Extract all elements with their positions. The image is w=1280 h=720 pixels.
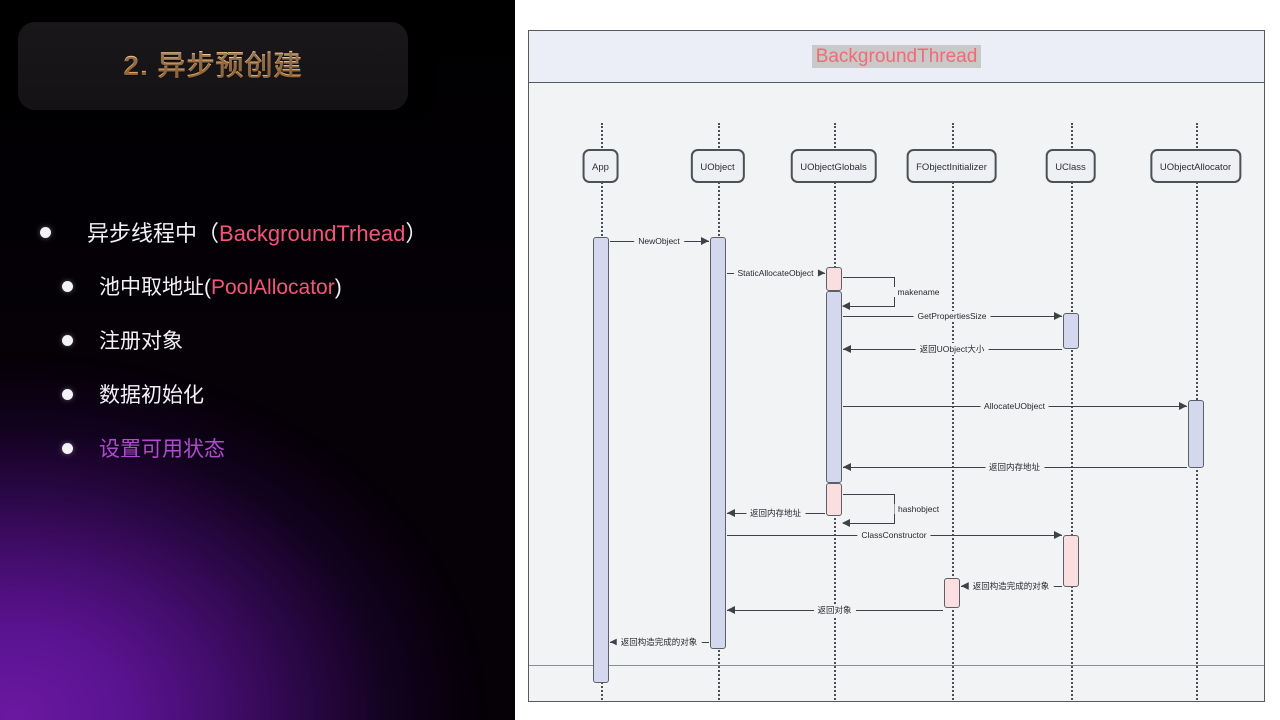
- message-label-11: 返回对象: [813, 603, 856, 616]
- activation-bar-uog-4: [825, 482, 842, 516]
- bullet-text-segment: 池中取地址(: [99, 276, 211, 299]
- bullet-text: 池中取地址(PoolAllocator): [99, 271, 342, 301]
- message-label-8: 返回内存地址: [745, 506, 806, 519]
- bullet-text-segment: 注册对象: [99, 330, 183, 353]
- bullet-text-segment: 异步线程中（: [87, 221, 220, 246]
- bullet-text-segment: BackgroundTrhead: [219, 221, 406, 246]
- self-msg-top-line: [842, 493, 895, 495]
- diagram-title: BackgroundThread: [529, 45, 1264, 68]
- participant-app[interactable]: App: [582, 148, 619, 183]
- participant-ucls[interactable]: UClass: [1045, 148, 1096, 183]
- bullet-list: 异步线程中（BackgroundTrhead） 池中取地址(PoolAllocat…: [0, 205, 515, 475]
- self-msg-bottom-line: [842, 305, 895, 307]
- message-label-6: 返回内存地址: [984, 460, 1045, 473]
- arrow-head-right: [700, 236, 709, 245]
- arrow-head-right: [816, 268, 825, 277]
- bullet-item-2: 注册对象: [0, 313, 515, 367]
- message-label-7: hashobject: [893, 503, 944, 514]
- arrow-head-left: [841, 519, 850, 527]
- bullet-dot-icon: [62, 388, 73, 400]
- bullet-text-segment: PoolAllocator: [211, 276, 335, 299]
- bullet-text-segment: ): [334, 276, 342, 299]
- arrow-head-left: [842, 462, 851, 471]
- bullet-text-segment: 设置可用状态: [99, 438, 225, 461]
- bullet-item-0: 异步线程中（BackgroundTrhead）: [0, 205, 515, 259]
- bullet-item-4: 设置可用状态: [0, 421, 515, 475]
- sequence-diagram-frame: BackgroundThread App UObject UObjectGlobal…: [528, 30, 1265, 702]
- bullet-dot-icon: [62, 442, 73, 454]
- bullet-text: 注册对象: [99, 325, 183, 355]
- arrow-head-right: [1053, 311, 1062, 320]
- bullet-text: 异步线程中（BackgroundTrhead）: [87, 216, 427, 248]
- lifeline-ucls: [1070, 123, 1073, 701]
- sequence-canvas: App UObject UObjectGlobals FObjectInitializ…: [529, 83, 1264, 701]
- arrow-head-left: [960, 581, 969, 590]
- lifeline-foi: [951, 123, 954, 701]
- message-label-3: GetPropertiesSize: [913, 310, 991, 321]
- arrow-head-left: [726, 508, 735, 517]
- participant-uoa[interactable]: UObjectAllocator: [1149, 148, 1242, 183]
- message-label-5: AllocateUObject: [980, 400, 1049, 411]
- diagram-title-band: BackgroundThread: [529, 31, 1264, 83]
- message-label-1: StaticAllocateObject: [733, 267, 818, 278]
- self-message-7: [841, 493, 895, 527]
- participant-foi[interactable]: FObjectInitializer: [906, 148, 997, 183]
- message-label-4: 返回UObject大小: [915, 342, 989, 355]
- bullet-text: 设置可用状态: [99, 433, 225, 463]
- participant-uog[interactable]: UObjectGlobals: [790, 148, 877, 183]
- activation-bar-ucls-7: [1062, 534, 1079, 587]
- bullet-text-segment: 数据初始化: [99, 384, 204, 407]
- self-msg-bottom-line: [842, 522, 895, 524]
- page-title: 2. 异步预创建: [18, 44, 408, 84]
- diagram-title-text: BackgroundThread: [811, 45, 982, 68]
- arrow-head-left: [841, 302, 850, 310]
- self-message-2: [841, 276, 895, 310]
- message-label-9: ClassConstructor: [857, 529, 931, 540]
- bullet-item-1: 池中取地址(PoolAllocator): [0, 259, 515, 313]
- activation-bar-app-0: [592, 236, 609, 683]
- bullet-dot-icon: [40, 226, 51, 238]
- diagram-page: BackgroundThread App UObject UObjectGlobal…: [515, 0, 1280, 720]
- diagram-bottom-separator: [529, 664, 1264, 666]
- activation-bar-uog-2: [825, 266, 842, 291]
- message-label-0: NewObject: [634, 235, 684, 246]
- bullet-text-segment: ）: [405, 221, 428, 246]
- bullet-text: 数据初始化: [99, 379, 204, 409]
- bullet-item-3: 数据初始化: [0, 367, 515, 421]
- arrow-head-left: [842, 344, 851, 353]
- activation-bar-uobj-1: [709, 236, 726, 649]
- self-msg-top-line: [842, 276, 895, 278]
- activation-bar-uoa-6: [1187, 399, 1204, 468]
- message-label-12: 返回构造完成的对象: [616, 635, 702, 648]
- participant-uobj[interactable]: UObject: [690, 148, 745, 183]
- arrow-head-left: [609, 637, 618, 646]
- activation-bar-uog-3: [825, 290, 842, 483]
- activation-bar-foi-8: [943, 577, 960, 608]
- bullet-dot-icon: [62, 280, 73, 292]
- arrow-head-left: [726, 605, 735, 614]
- arrow-head-right: [1053, 530, 1062, 539]
- message-label-10: 返回构造完成的对象: [968, 579, 1054, 592]
- bullet-dot-icon: [62, 334, 73, 346]
- slide-title-chip: 2. 异步预创建: [18, 22, 408, 110]
- slide-left-panel: 2. 异步预创建 异步线程中（BackgroundTrhead） 池中取地址(Po…: [0, 0, 515, 720]
- message-label-2: makename: [893, 286, 944, 297]
- activation-bar-ucls-5: [1062, 312, 1079, 349]
- arrow-head-right: [1178, 401, 1187, 410]
